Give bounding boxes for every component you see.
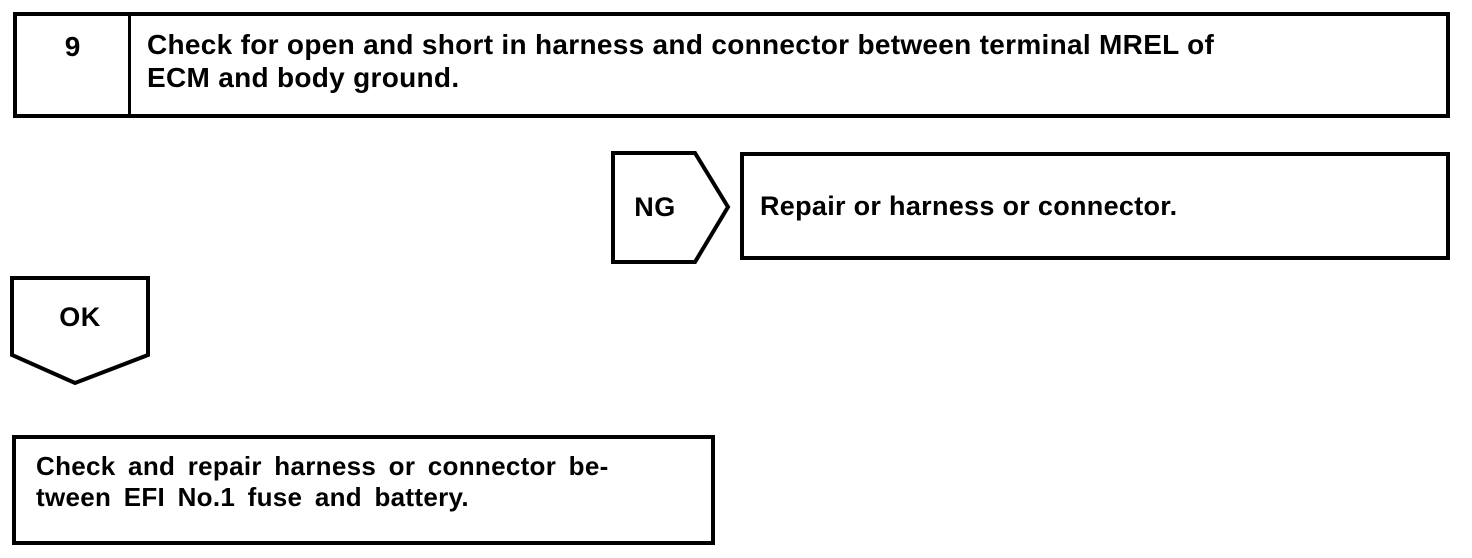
step-instruction: Check for open and short in harness and … xyxy=(131,16,1446,114)
ok-connector: OK xyxy=(10,276,152,386)
ng-action-text: Repair or harness or connector. xyxy=(760,190,1178,221)
step-instruction-line-1: Check for open and short in harness and … xyxy=(147,29,1215,60)
ng-label: NG xyxy=(634,192,676,222)
step-instruction-line-2: ECM and body ground. xyxy=(147,62,460,93)
ok-label: OK xyxy=(59,301,101,332)
result-box: Check and repair harness or connector be… xyxy=(12,435,715,545)
ng-connector: NG xyxy=(611,151,731,264)
step-number: 9 xyxy=(17,16,131,114)
result-line-2: tween EFI No.1 fuse and battery. xyxy=(36,482,469,512)
ng-action-box: Repair or harness or connector. xyxy=(740,152,1450,260)
step-box: 9 Check for open and short in harness an… xyxy=(13,12,1450,118)
ng-pentagon-shape xyxy=(611,151,731,264)
ok-pentagon-shape xyxy=(10,276,150,386)
result-line-1: Check and repair harness or connector be… xyxy=(36,451,609,481)
